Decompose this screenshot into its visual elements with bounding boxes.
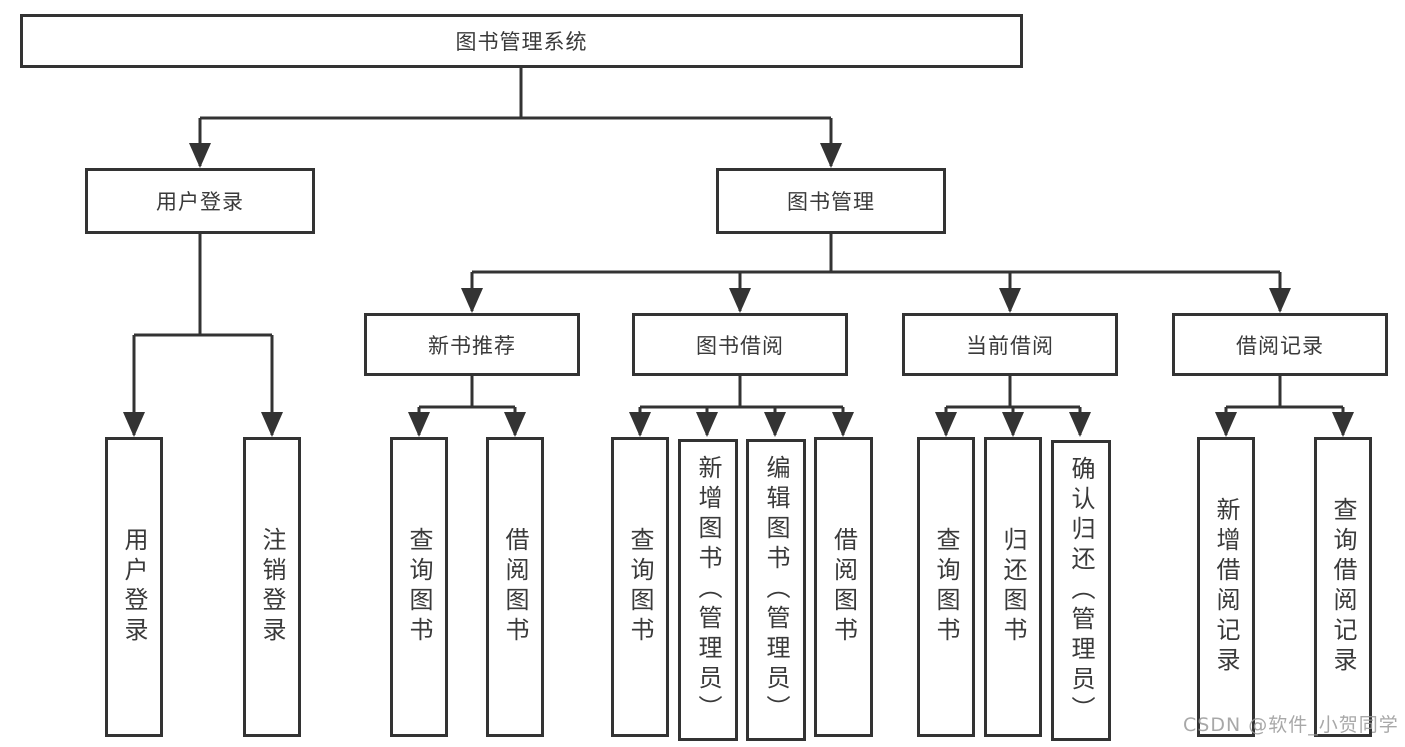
csdn-watermark: CSDN @软件_小贺同学 — [1183, 714, 1399, 736]
leaf-bb-edit-books-admin: 编辑图书（管理员） — [746, 439, 806, 741]
arrowhead — [764, 412, 786, 437]
node-borrowing-records: 借阅记录 — [1172, 313, 1388, 376]
leaf-logout: 注销登录 — [243, 437, 301, 737]
node-label: 编辑图书（管理员） — [762, 455, 790, 725]
node-new-book-recommend: 新书推荐 — [364, 313, 580, 376]
edge-bookmgmt-to-l3 — [470, 234, 1282, 311]
leaf-rec-borrow-books: 借阅图书 — [486, 437, 544, 737]
node-user-login: 用户登录 — [85, 168, 315, 234]
leaf-cb-return-books: 归还图书 — [984, 437, 1042, 737]
node-label: 查询借阅记录 — [1329, 497, 1357, 677]
arrowhead — [935, 412, 957, 437]
edge-root-to-l2 — [198, 68, 833, 166]
leaf-cb-confirm-return-admin: 确认归还（管理员） — [1051, 440, 1111, 741]
node-label: 图书管理 — [787, 190, 875, 214]
node-label: 借阅图书 — [829, 527, 858, 647]
node-current-borrowing: 当前借阅 — [902, 313, 1118, 376]
node-label: 用户登录 — [120, 527, 148, 647]
node-label: 图书借阅 — [696, 333, 784, 358]
arrowhead — [408, 412, 430, 437]
node-label: 新增借阅记录 — [1212, 497, 1240, 677]
leaf-user-login: 用户登录 — [105, 437, 163, 737]
leaf-cb-query-books: 查询图书 — [917, 437, 975, 737]
node-label: 查询图书 — [626, 527, 654, 647]
node-book-borrowing: 图书借阅 — [632, 313, 848, 376]
arrowhead — [461, 288, 483, 313]
leaf-br-query-record: 查询借阅记录 — [1314, 437, 1372, 737]
arrowhead — [999, 288, 1021, 313]
arrowhead — [832, 412, 854, 437]
node-label: 用户登录 — [156, 190, 244, 214]
arrowhead — [123, 412, 145, 437]
arrowhead — [729, 288, 751, 313]
edge-records-to-leaves — [1224, 376, 1345, 435]
node-label: 新书推荐 — [428, 333, 516, 358]
node-label: 图书管理系统 — [455, 30, 588, 54]
arrowhead — [504, 412, 526, 437]
arrowhead — [1215, 412, 1237, 437]
node-label: 当前借阅 — [966, 333, 1054, 358]
edge-userlogin-to-leaves — [132, 234, 274, 435]
leaf-bb-query-books: 查询图书 — [611, 437, 669, 737]
arrowhead — [1002, 412, 1024, 437]
node-label: 借阅记录 — [1236, 333, 1324, 358]
arrowhead — [1269, 288, 1291, 313]
node-label: 新增图书（管理员） — [694, 455, 722, 725]
node-label: 归还图书 — [999, 527, 1027, 647]
edge-recommend-to-leaves — [417, 376, 517, 435]
edge-borrowing-to-leaves — [638, 376, 845, 435]
node-label: 借阅图书 — [501, 527, 529, 647]
arrowhead — [820, 143, 842, 168]
node-label: 查询图书 — [932, 527, 960, 647]
node-label: 确认归还（管理员） — [1067, 455, 1095, 726]
leaf-rec-query-books: 查询图书 — [390, 437, 448, 737]
node-book-management: 图书管理 — [716, 168, 946, 234]
node-label: 注销登录 — [258, 527, 286, 647]
arrowhead — [696, 412, 718, 437]
arrowhead — [1332, 412, 1354, 437]
node-library-management-system: 图书管理系统 — [20, 14, 1023, 68]
leaf-br-add-record: 新增借阅记录 — [1197, 437, 1255, 737]
leaf-bb-add-books-admin: 新增图书（管理员） — [678, 439, 738, 741]
arrowhead — [261, 412, 283, 437]
arrowhead — [189, 143, 211, 168]
leaf-bb-borrow-books: 借阅图书 — [814, 437, 873, 737]
arrowhead — [629, 412, 651, 437]
node-label: 查询图书 — [405, 527, 433, 647]
arrowhead — [1069, 412, 1091, 437]
